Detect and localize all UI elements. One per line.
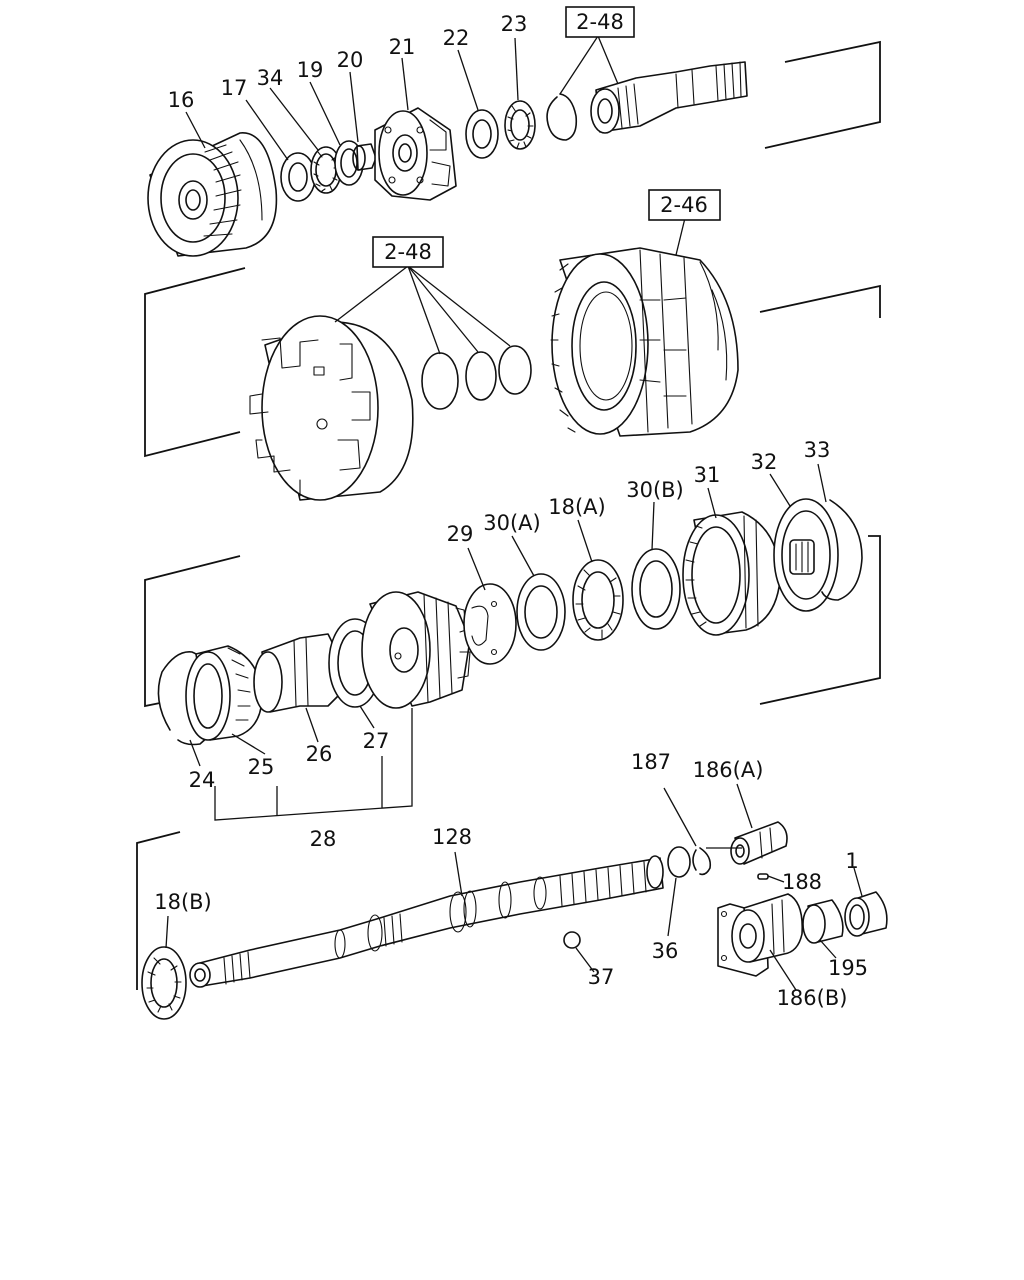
part-31-ring-gear [682, 511, 781, 636]
label-186b: 186(B) [777, 986, 848, 1010]
bottom-row-parts [141, 821, 888, 1020]
part-33-snap-ring [821, 499, 863, 601]
part-30a-washer [516, 573, 566, 651]
label-1: 1 [845, 849, 858, 873]
lower-middle-parts [157, 498, 863, 746]
part-25-race [185, 645, 263, 741]
sun-gear-shaft [590, 61, 748, 134]
label-19: 19 [297, 58, 324, 82]
label-30b: 30(B) [626, 478, 684, 502]
top-row-parts [147, 61, 748, 257]
ref-box-2-48-top[interactable]: 2-48 [565, 6, 635, 38]
label-33: 33 [804, 438, 831, 462]
label-21: 21 [389, 35, 416, 59]
label-30a: 30(A) [483, 511, 540, 535]
leaders-bottom [165, 783, 863, 991]
label-24: 24 [189, 768, 216, 792]
part-23-bearing [504, 100, 536, 150]
label-16: 16 [168, 88, 195, 112]
part-28-gear [361, 591, 471, 709]
part-32-flange [773, 498, 839, 612]
label-25: 25 [248, 755, 275, 779]
ref-box-2-46[interactable]: 2-46 [648, 189, 721, 221]
part-37-ball [563, 931, 581, 949]
label-32: 32 [751, 450, 778, 474]
label-26: 26 [306, 742, 333, 766]
label-36: 36 [652, 939, 679, 963]
label-34: 34 [257, 66, 284, 90]
ref-2-46-label: 2-46 [660, 193, 708, 217]
part-26-sleeve [253, 633, 344, 713]
leaders-middle [334, 217, 686, 355]
label-187: 187 [631, 750, 671, 774]
label-195: 195 [828, 956, 868, 980]
part-18b-bearing [141, 946, 187, 1020]
label-186a: 186(A) [693, 758, 764, 782]
part-30b-washer [631, 548, 681, 630]
label-28: 28 [310, 827, 337, 851]
clutch-pack-assembly [550, 247, 739, 437]
section-frames [136, 40, 881, 990]
part-22-washer [465, 109, 499, 159]
leaders-top [185, 35, 619, 161]
label-37: 37 [588, 965, 615, 989]
label-20: 20 [337, 48, 364, 72]
label-188: 188 [782, 870, 822, 894]
label-23: 23 [501, 12, 528, 36]
part-36-ring [667, 846, 691, 878]
part-186b-housing [717, 893, 804, 977]
part-18a-bearing [572, 559, 624, 641]
part-128-input-shaft [189, 855, 664, 988]
snap-ring-top [546, 93, 578, 141]
part-195-bushing [802, 899, 844, 944]
ref-box-2-48-mid[interactable]: 2-48 [372, 236, 444, 268]
ref-2-48-mid-label: 2-48 [384, 240, 432, 264]
label-128: 128 [432, 825, 472, 849]
part-29-lock-plate [463, 583, 517, 665]
middle-row-parts [249, 247, 739, 501]
leaders-lower-middle [189, 463, 827, 821]
part-186a-bushing [730, 821, 788, 865]
part-1-sleeve [844, 891, 888, 937]
slotted-drum [249, 315, 414, 501]
part-21-planet-carrier [374, 107, 457, 201]
label-22: 22 [443, 26, 470, 50]
part-188-pin [757, 873, 769, 880]
label-18a: 18(A) [548, 495, 605, 519]
label-29: 29 [447, 522, 474, 546]
snap-rings-middle [421, 345, 532, 410]
part-16-clutch-drum [147, 132, 278, 257]
part-labels: 16 17 34 19 20 21 22 23 29 30(A) 18(A) 3… [154, 12, 868, 1010]
ref-2-48-top-label: 2-48 [576, 10, 624, 34]
label-17: 17 [221, 76, 248, 100]
label-27: 27 [363, 729, 390, 753]
part-187-snap-ring [692, 847, 712, 876]
part-20-hub [352, 143, 377, 171]
part-17-washer [280, 152, 316, 202]
label-18b: 18(B) [154, 890, 212, 914]
label-31: 31 [694, 463, 721, 487]
